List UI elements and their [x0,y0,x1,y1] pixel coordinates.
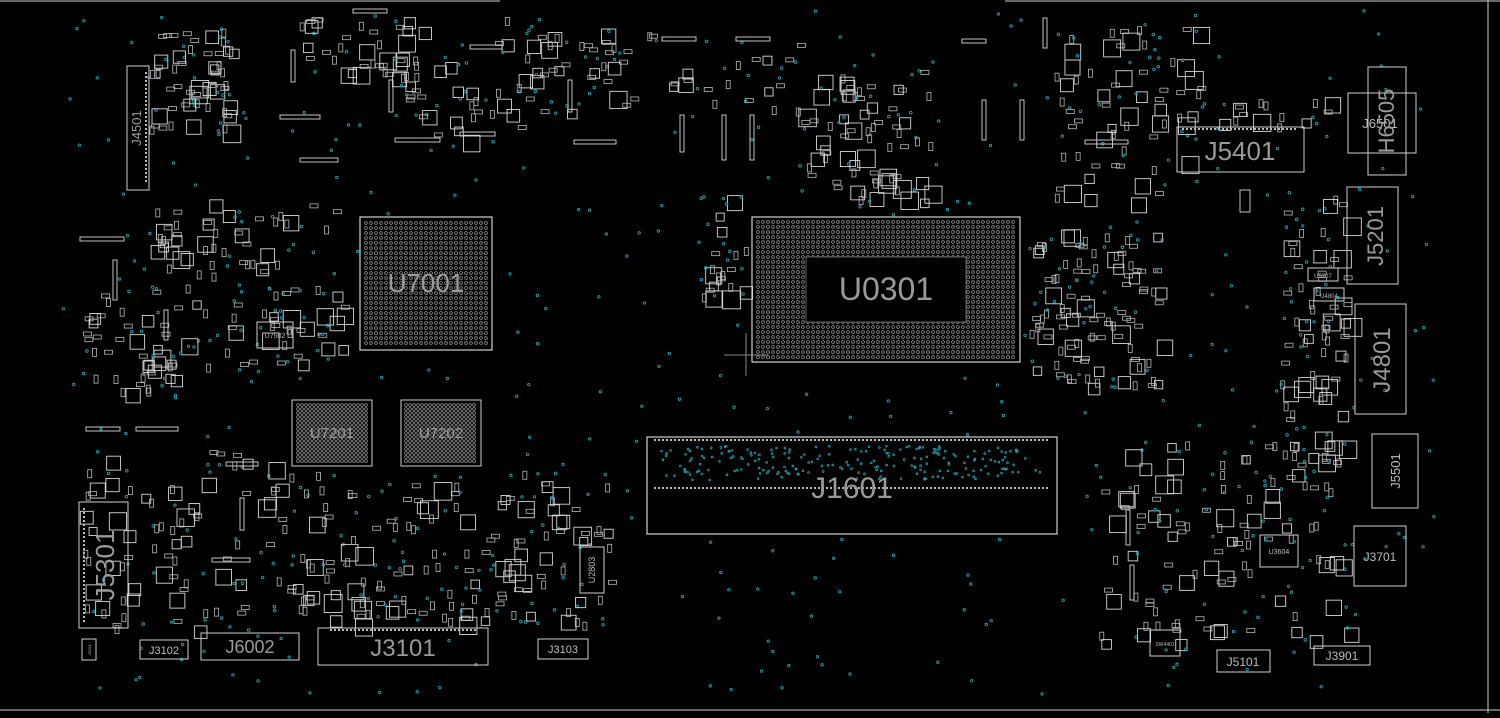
label-SW4401: SW4401 [1155,642,1174,648]
label-J5101: J5101 [1227,655,1260,669]
small-parts-layer [61,8,1436,696]
component-U2803[interactable]: U2803 [579,546,605,594]
component-U7202[interactable]: U7202 [400,399,482,467]
label-U3604: U3604 [1269,549,1290,556]
component-J5501[interactable]: J5501 [1371,433,1419,509]
label-U5207: U5207 [1314,274,1332,280]
component-J3901[interactable]: J3901 [1313,645,1371,666]
component-J5201[interactable]: J5201 [1346,186,1399,285]
component-J3102[interactable]: J3102 [139,639,189,660]
component-J4501[interactable]: J4501 [126,65,150,191]
component-J5401[interactable]: J5401 [1176,126,1305,173]
component-SW4401[interactable]: SW4401 [1149,629,1181,657]
component-J3103[interactable]: J3103 [537,638,589,660]
component-U7001[interactable]: U7001 [359,216,493,351]
label-J4801: J4801 [1369,327,1396,392]
component-U5207[interactable]: U5207 [1307,267,1339,282]
label-J3102: J3102 [149,645,179,657]
label-U2803: U2803 [587,557,597,584]
label-J3701: J3701 [1364,550,1397,564]
bga-pad-layer [296,220,1042,482]
label-U7202: U7202 [419,425,463,442]
label-J5201: J5201 [1363,206,1388,266]
component-J4801[interactable]: J4801 [1354,303,1407,415]
label-J3204: J3204 [87,644,92,656]
component-H6505[interactable]: H6505 [1367,66,1407,176]
component-J3101[interactable]: J3101 [317,627,489,666]
label-J5301: J5301 [90,530,120,601]
component-J5301[interactable]: J5301 [78,501,129,629]
component-U0301[interactable]: U0301 [751,216,1021,363]
component-J1601[interactable]: J1601 [646,436,1058,535]
label-J6002: J6002 [225,637,274,657]
label-U7502: U7502 [265,333,286,340]
component-J6002[interactable]: J6002 [200,632,300,661]
label-J3901: J3901 [1326,649,1359,663]
label-U7001: U7001 [388,268,465,298]
component-U7502[interactable]: U7502 [256,321,294,349]
label-U4804: U4804 [1320,294,1338,300]
component-U4804[interactable]: U4804 [1313,287,1345,302]
label-J3101: J3101 [370,635,435,662]
component-J5101[interactable]: J5101 [1216,649,1271,673]
component-U3604[interactable]: U3604 [1259,534,1299,568]
label-J1601: J1601 [811,472,893,505]
component-J3204[interactable]: J3204 [81,638,97,661]
label-U7201: U7201 [310,425,354,442]
label-J3103: J3103 [548,644,578,656]
component-J3701[interactable]: J3701 [1353,525,1407,587]
label-H6505: H6505 [1374,89,1399,154]
component-U7201[interactable]: U7201 [291,399,373,467]
label-J5401: J5401 [1205,136,1276,166]
component-J6501[interactable]: J6501 [1347,92,1417,154]
label-J6501: J6501 [1362,116,1397,131]
label-J5501: J5501 [1388,453,1403,488]
label-J4501: J4501 [129,110,144,145]
label-U0301: U0301 [839,271,933,307]
crosshair-cursor [724,333,768,376]
